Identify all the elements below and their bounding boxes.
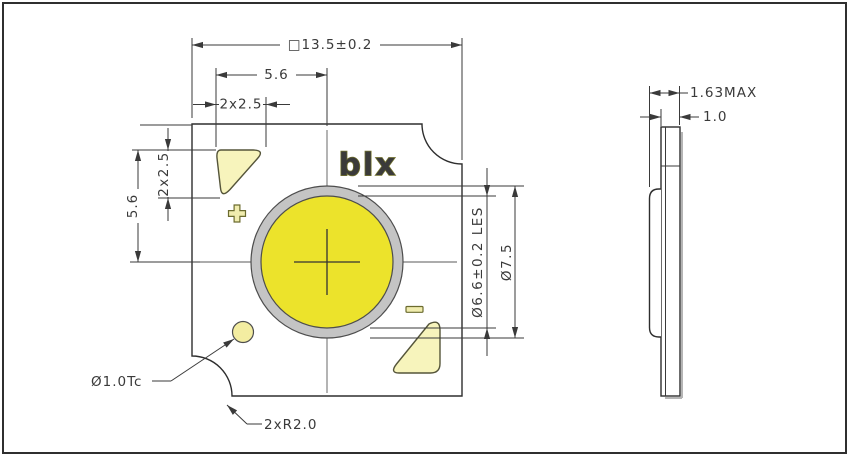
dim-board-thickness: 1.0 (640, 109, 727, 126)
dim-size-v: 2x2.5 (140, 124, 220, 221)
side-view: 1.63MAX 1.0 (640, 85, 757, 399)
leader-tc: Ø1.0Tc (91, 338, 235, 390)
side-dome-profile (648, 188, 661, 338)
dim-size-v-label: 2x2.5 (156, 151, 172, 197)
dim-board-thickness-label: 1.0 (703, 109, 727, 125)
dim-ring-label: Ø7.5 (499, 243, 515, 281)
negative-polarity-icon (405, 305, 424, 313)
dim-les-label: Ø6.6±0.2 LES (470, 206, 486, 318)
front-view: blx □13.5±0.2 5.6 2x2.5 (91, 37, 524, 433)
positive-polarity-icon (227, 204, 247, 223)
anode-triangle-marker (216, 149, 262, 195)
side-substrate (660, 126, 681, 397)
dim-offset-v-label: 5.6 (125, 194, 141, 218)
dim-offset-h-label: 5.6 (264, 67, 288, 83)
dim-offset-v: 5.6 (125, 149, 216, 263)
cathode-triangle-marker (392, 321, 441, 374)
brand-logo: blx (339, 147, 398, 183)
dim-les: Ø6.6±0.2 LES (358, 168, 496, 356)
dim-overall-label: □13.5±0.2 (288, 37, 373, 53)
dim-thickness-max-label: 1.63MAX (690, 85, 757, 101)
dim-size-h: 2x2.5 (193, 97, 290, 147)
dim-tc-label: Ø1.0Tc (91, 374, 142, 390)
dim-size-h-label: 2x2.5 (219, 97, 262, 113)
dim-overall: □13.5±0.2 (191, 37, 463, 160)
dim-offset-h: 5.6 (215, 67, 328, 147)
dim-corner-label: 2xR2.0 (264, 417, 317, 433)
leader-corner-radius: 2xR2.0 (226, 404, 317, 433)
tc-point (231, 320, 255, 344)
dim-ring: Ø7.5 (358, 185, 524, 339)
